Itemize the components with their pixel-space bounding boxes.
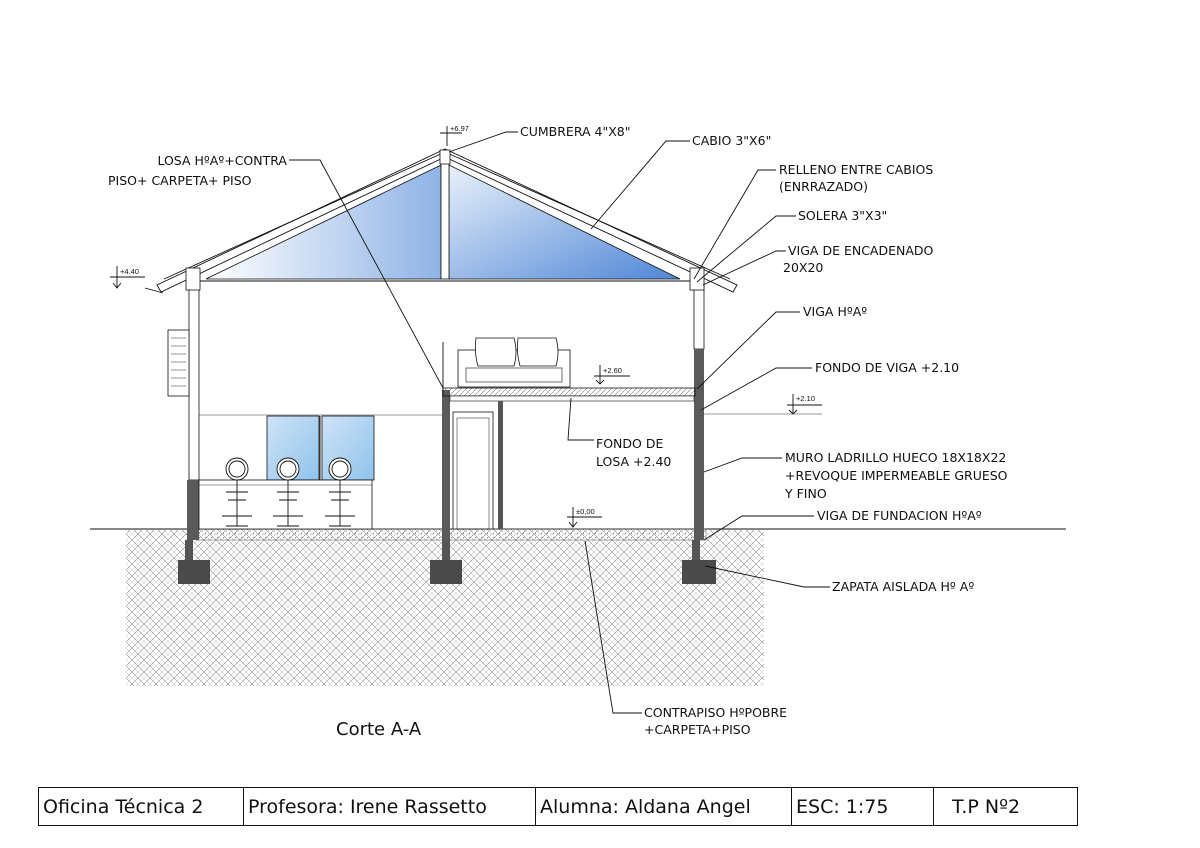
- label-cumbrera: CUMBRERA 4"X8": [520, 124, 631, 139]
- door: [452, 411, 494, 530]
- label-viga-fundacion: VIGA DE FUNDACION HºAº: [817, 508, 982, 523]
- level-ridge: +6.97: [440, 124, 469, 146]
- mezzanine-slab: [442, 387, 696, 529]
- label-fondo-losa-2: LOSA +2.40: [596, 454, 671, 469]
- label-fondo-viga: FONDO DE VIGA +2.10: [815, 360, 959, 375]
- level-eave-text: +4.40: [120, 267, 139, 276]
- label-solera: SOLERA 3"X3": [798, 208, 887, 223]
- label-relleno-2: (ENRRAZADO): [779, 179, 868, 194]
- level-beam-text: +2.10: [796, 394, 815, 403]
- level-mezzanine: +2.60: [594, 365, 630, 385]
- label-zapata: ZAPATA AISLADA Hº Aº: [832, 579, 974, 594]
- level-mezzanine-text: +2.60: [603, 366, 622, 375]
- footings: [178, 540, 716, 584]
- title-block: Oficina Técnica 2 Profesora: Irene Rasse…: [38, 787, 1078, 826]
- sofa: [457, 337, 571, 388]
- level-eave: +4.40: [110, 266, 164, 294]
- level-floor-text: ±0,00: [576, 507, 595, 516]
- label-losa-2: PISO+ CARPETA+ PISO: [108, 173, 252, 188]
- gable-glazing: [189, 159, 704, 282]
- right-wall: [693, 282, 705, 540]
- label-muro-3: Y FINO: [784, 486, 827, 501]
- counter-stools: [198, 457, 373, 530]
- level-markers: +6.97 +4.40 +2.60 +2.10 ±0,00: [110, 124, 822, 528]
- title-block-student: Alumna: Aldana Angel: [536, 788, 792, 825]
- level-beam: +2.10: [704, 394, 822, 415]
- label-relleno-1: RELLENO ENTRE CABIOS: [779, 162, 933, 177]
- label-contrapiso-1: CONTRAPISO HºPOBRE: [644, 705, 787, 720]
- soil: [90, 528, 1066, 686]
- label-losa-1: LOSA HºAº+CONTRA: [157, 153, 287, 168]
- label-viga-encadenado-1: VIGA DE ENCADENADO: [788, 243, 934, 258]
- labels: CUMBRERA 4"X8" CABIO 3"X6" RELLENO ENTRE…: [108, 124, 1008, 740]
- roof: [156, 148, 738, 293]
- contrapiso: [195, 528, 707, 541]
- label-fondo-losa-1: FONDO DE: [596, 436, 663, 451]
- level-floor: ±0,00: [567, 507, 602, 528]
- title-block-tp: T.P Nº2: [952, 795, 1021, 818]
- left-wall: [167, 282, 200, 540]
- title-block-scale: ESC: 1:75: [792, 788, 934, 825]
- label-viga-ha: VIGA HºAº: [803, 304, 867, 319]
- level-ridge-text: +6.97: [450, 124, 469, 133]
- title-block-teacher: Profesora: Irene Rassetto: [244, 788, 536, 825]
- label-cabio: CABIO 3"X6": [692, 133, 771, 148]
- drawing-title: Corte A-A: [336, 719, 422, 740]
- label-viga-encadenado-2: 20X20: [783, 260, 823, 275]
- leader-lines: [289, 131, 830, 714]
- label-muro-2: +REVOQUE IMPERMEABLE GRUESO: [785, 468, 1008, 483]
- title-block-course: Oficina Técnica 2: [39, 788, 244, 825]
- label-contrapiso-2: +CARPETA+PISO: [644, 722, 751, 737]
- center-wall: [442, 342, 450, 540]
- label-muro-1: MURO LADRILLO HUECO 18X18X22: [785, 450, 1006, 465]
